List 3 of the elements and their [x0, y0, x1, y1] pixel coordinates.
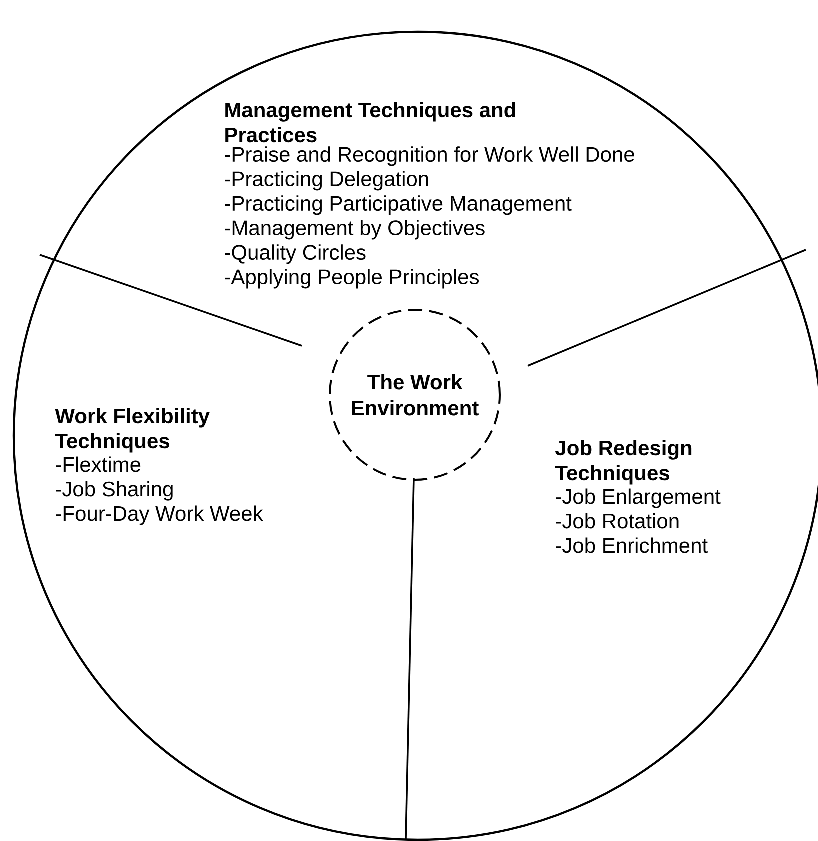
sector-text: Job Redesign Techniques -Job Enlargement -Job Rotation -Job Enrichment: [555, 440, 721, 554]
sector-text: Work Flexibility Techniques -Flextime -Job Sharing -Four-Day Work Week: [55, 408, 264, 526]
sector-text: Management Techniques and Practices -Praise and Recognition for Work Well Done -Practicing Delegation -Practicing Participative Management -Management by Objectives -Quality Circles -Applying People Principles: [225, 102, 634, 289]
